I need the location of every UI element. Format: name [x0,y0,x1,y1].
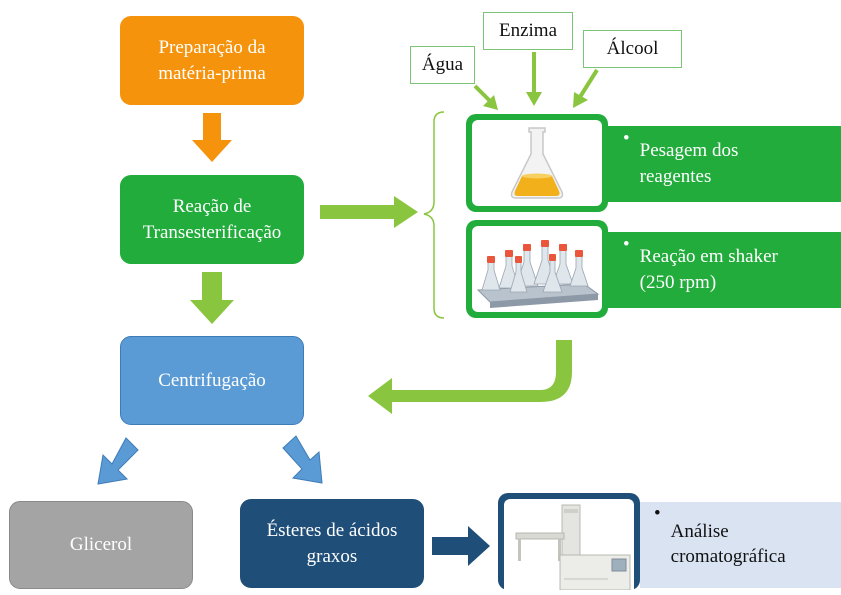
arrow-reac-to-cent [190,272,234,324]
arrow-enzima [526,52,542,106]
arrow-reac-to-steps [320,196,418,228]
input-agua-label: Água [421,54,464,75]
node-preparacao-label: Preparação da matéria-prima [158,36,266,84]
erlenmeyer-flask-icon [510,127,564,199]
node-esteres: Ésteres de ácidos graxos [240,499,424,588]
bullet-icon: • [623,234,630,255]
arrow-cent-to-este [282,435,323,484]
step-shaker-label: Reação em shaker (250 rpm) [639,246,778,293]
chromatograph-image-frame [498,493,640,591]
node-reacao: Reação de Transesterificação [120,175,304,264]
step-pesagem: • Pesagem dos reagentes [605,126,841,202]
arrow-steps-to-cent [368,340,572,414]
node-glicerol-label: Glicerol [69,534,133,556]
arrow-cent-to-glic [97,437,139,485]
node-centrifugacao-label: Centrifugação [158,369,266,391]
brace [423,111,445,319]
input-agua: Água [410,46,475,84]
arrow-este-to-analise [432,526,490,566]
input-enzima: Enzima [483,12,573,50]
node-esteres-label: Ésteres de ácidos graxos [266,519,398,567]
arrow-alcool [573,68,599,108]
bullet-icon: • [623,128,630,149]
shaker-bottles-icon [476,240,600,308]
node-reacao-label: Reação de Transesterificação [142,195,282,243]
step-shaker: • Reação em shaker (250 rpm) [605,232,841,308]
node-preparacao: Preparação da matéria-prima [120,16,304,105]
gas-chromatograph-icon [515,504,631,591]
step-analise-label: Análise cromatográfica [670,521,786,567]
arrow-prep-to-reac [192,113,232,162]
input-alcool: Álcool [583,30,682,68]
bullet-icon: • [654,503,661,524]
node-centrifugacao: Centrifugação [120,336,304,425]
arrow-agua [473,84,498,110]
shaker-image-frame [466,220,608,318]
input-alcool-label: Álcool [606,38,659,59]
step-analise: • Análise cromatográfica [640,502,841,588]
step-pesagem-label: Pesagem dos reagentes [639,140,739,187]
flask-image-frame [466,114,608,212]
node-glicerol: Glicerol [9,501,193,589]
input-enzima-label: Enzima [498,20,558,41]
